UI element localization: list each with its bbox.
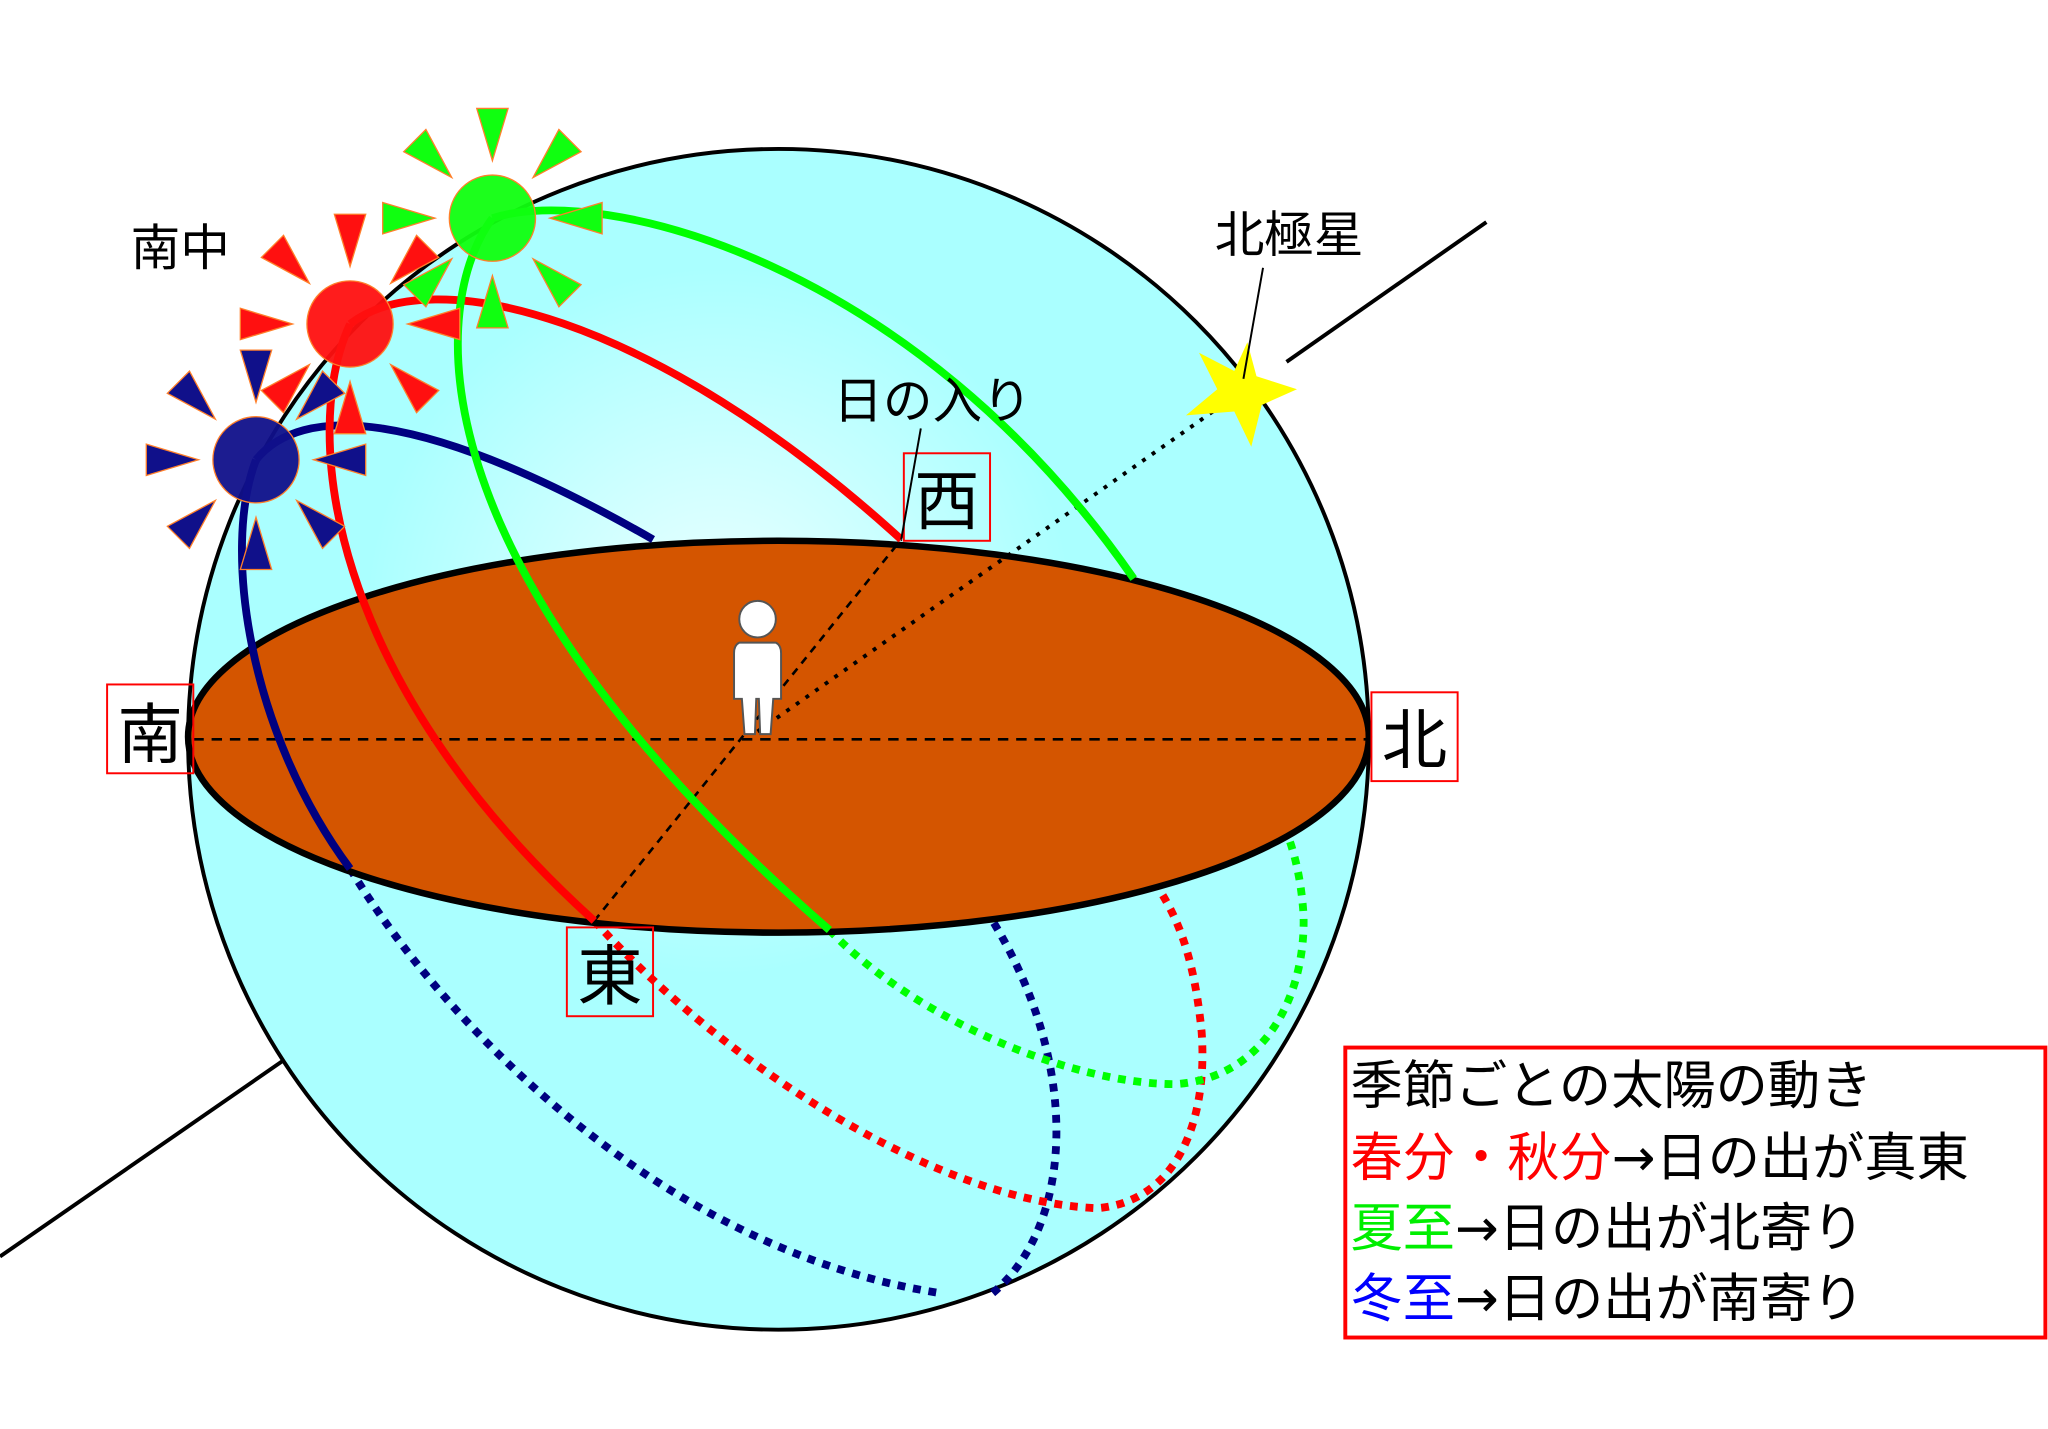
winter-sun-ray bbox=[166, 498, 217, 550]
axis-to-polaris bbox=[756, 390, 1242, 734]
summer-sun-ray bbox=[531, 128, 583, 180]
polaris-pointer bbox=[1242, 267, 1264, 379]
sunset-label: 日の入り bbox=[833, 372, 1032, 430]
equinox-sun-ray bbox=[389, 234, 440, 285]
summer-sun-ray bbox=[531, 257, 583, 308]
legend-winter-season: 冬至 bbox=[1351, 1270, 1455, 1330]
winter-sun-ray bbox=[166, 370, 217, 421]
summer-sun-ray bbox=[547, 201, 603, 235]
west-label-text: 西 bbox=[914, 464, 979, 540]
winter-sun-ray bbox=[145, 443, 201, 477]
winter-sun-icon bbox=[145, 349, 367, 571]
legend-equinox-season: 春分・秋分 bbox=[1351, 1129, 1612, 1189]
legend-equinox-result: →日の出が真東 bbox=[1612, 1129, 1969, 1189]
winter-sun-ray bbox=[295, 370, 346, 421]
west-label: 西 bbox=[902, 452, 992, 542]
equinox-sun-disc bbox=[306, 280, 394, 368]
east-label-text: 東 bbox=[577, 939, 642, 1015]
summer-sun-icon bbox=[382, 107, 603, 329]
polaris-label: 北極星 bbox=[1215, 206, 1364, 264]
summer-sun-ray bbox=[402, 128, 454, 180]
winter-sun-ray bbox=[239, 349, 273, 405]
legend-winter: 冬至→日の出が南寄り bbox=[1351, 1270, 1865, 1330]
legend-winter-result: →日の出が南寄り bbox=[1455, 1270, 1864, 1330]
summer-sun-ray bbox=[475, 107, 509, 163]
legend-title: 季節ごとの太陽の動き bbox=[1351, 1057, 1873, 1117]
winter-sun-disc bbox=[212, 416, 300, 504]
summer-path-below-horizon bbox=[826, 830, 1308, 1089]
south-label: 南 bbox=[106, 683, 195, 775]
winter-sun-ray bbox=[239, 515, 273, 571]
culmination-label: 南中 bbox=[131, 219, 230, 277]
equinox-sun-ray bbox=[333, 213, 367, 269]
east-label: 東 bbox=[565, 926, 655, 1018]
equinox-sun-ray bbox=[239, 307, 295, 341]
legend-summer-result: →日の出が北寄り bbox=[1455, 1199, 1864, 1259]
legend: 季節ごとの太陽の動き 春分・秋分→日の出が真東 夏至→日の出が北寄り 冬至→日の… bbox=[1343, 1045, 2048, 1340]
summer-sun-disc bbox=[448, 174, 537, 262]
equinox-sun-ray bbox=[333, 379, 367, 435]
equinox-sun-icon bbox=[239, 213, 461, 435]
north-label-text: 北 bbox=[1382, 703, 1447, 779]
legend-summer: 夏至→日の出が北寄り bbox=[1351, 1199, 1865, 1259]
summer-sun-ray bbox=[382, 201, 438, 235]
summer-path-above-horizon bbox=[454, 206, 1137, 933]
summer-sun-ray bbox=[475, 273, 509, 329]
summer-sun-ray bbox=[402, 257, 454, 308]
north-label: 北 bbox=[1370, 691, 1459, 783]
observer-person-icon bbox=[733, 599, 783, 736]
legend-equinox: 春分・秋分→日の出が真東 bbox=[1351, 1129, 1969, 1189]
equinox-sun-ray bbox=[405, 307, 461, 341]
polaris-star-icon bbox=[1185, 342, 1297, 447]
equinox-sun-ray bbox=[389, 362, 440, 414]
earth-axis-upper bbox=[1285, 220, 1488, 364]
equinox-path-above-horizon bbox=[325, 295, 904, 924]
equinox-sun-ray bbox=[260, 234, 312, 285]
winter-path-below-horizon bbox=[346, 866, 1061, 1297]
equinox-path-below-horizon bbox=[591, 892, 1207, 1213]
winter-sun-ray bbox=[295, 498, 346, 550]
winter-sun-ray bbox=[311, 443, 367, 477]
sunset-pointer bbox=[900, 428, 922, 540]
horizon-plane bbox=[184, 537, 1373, 936]
south-label-text: 南 bbox=[118, 698, 183, 774]
equinox-sun-ray bbox=[260, 362, 312, 414]
legend-summer-season: 夏至 bbox=[1351, 1199, 1455, 1259]
